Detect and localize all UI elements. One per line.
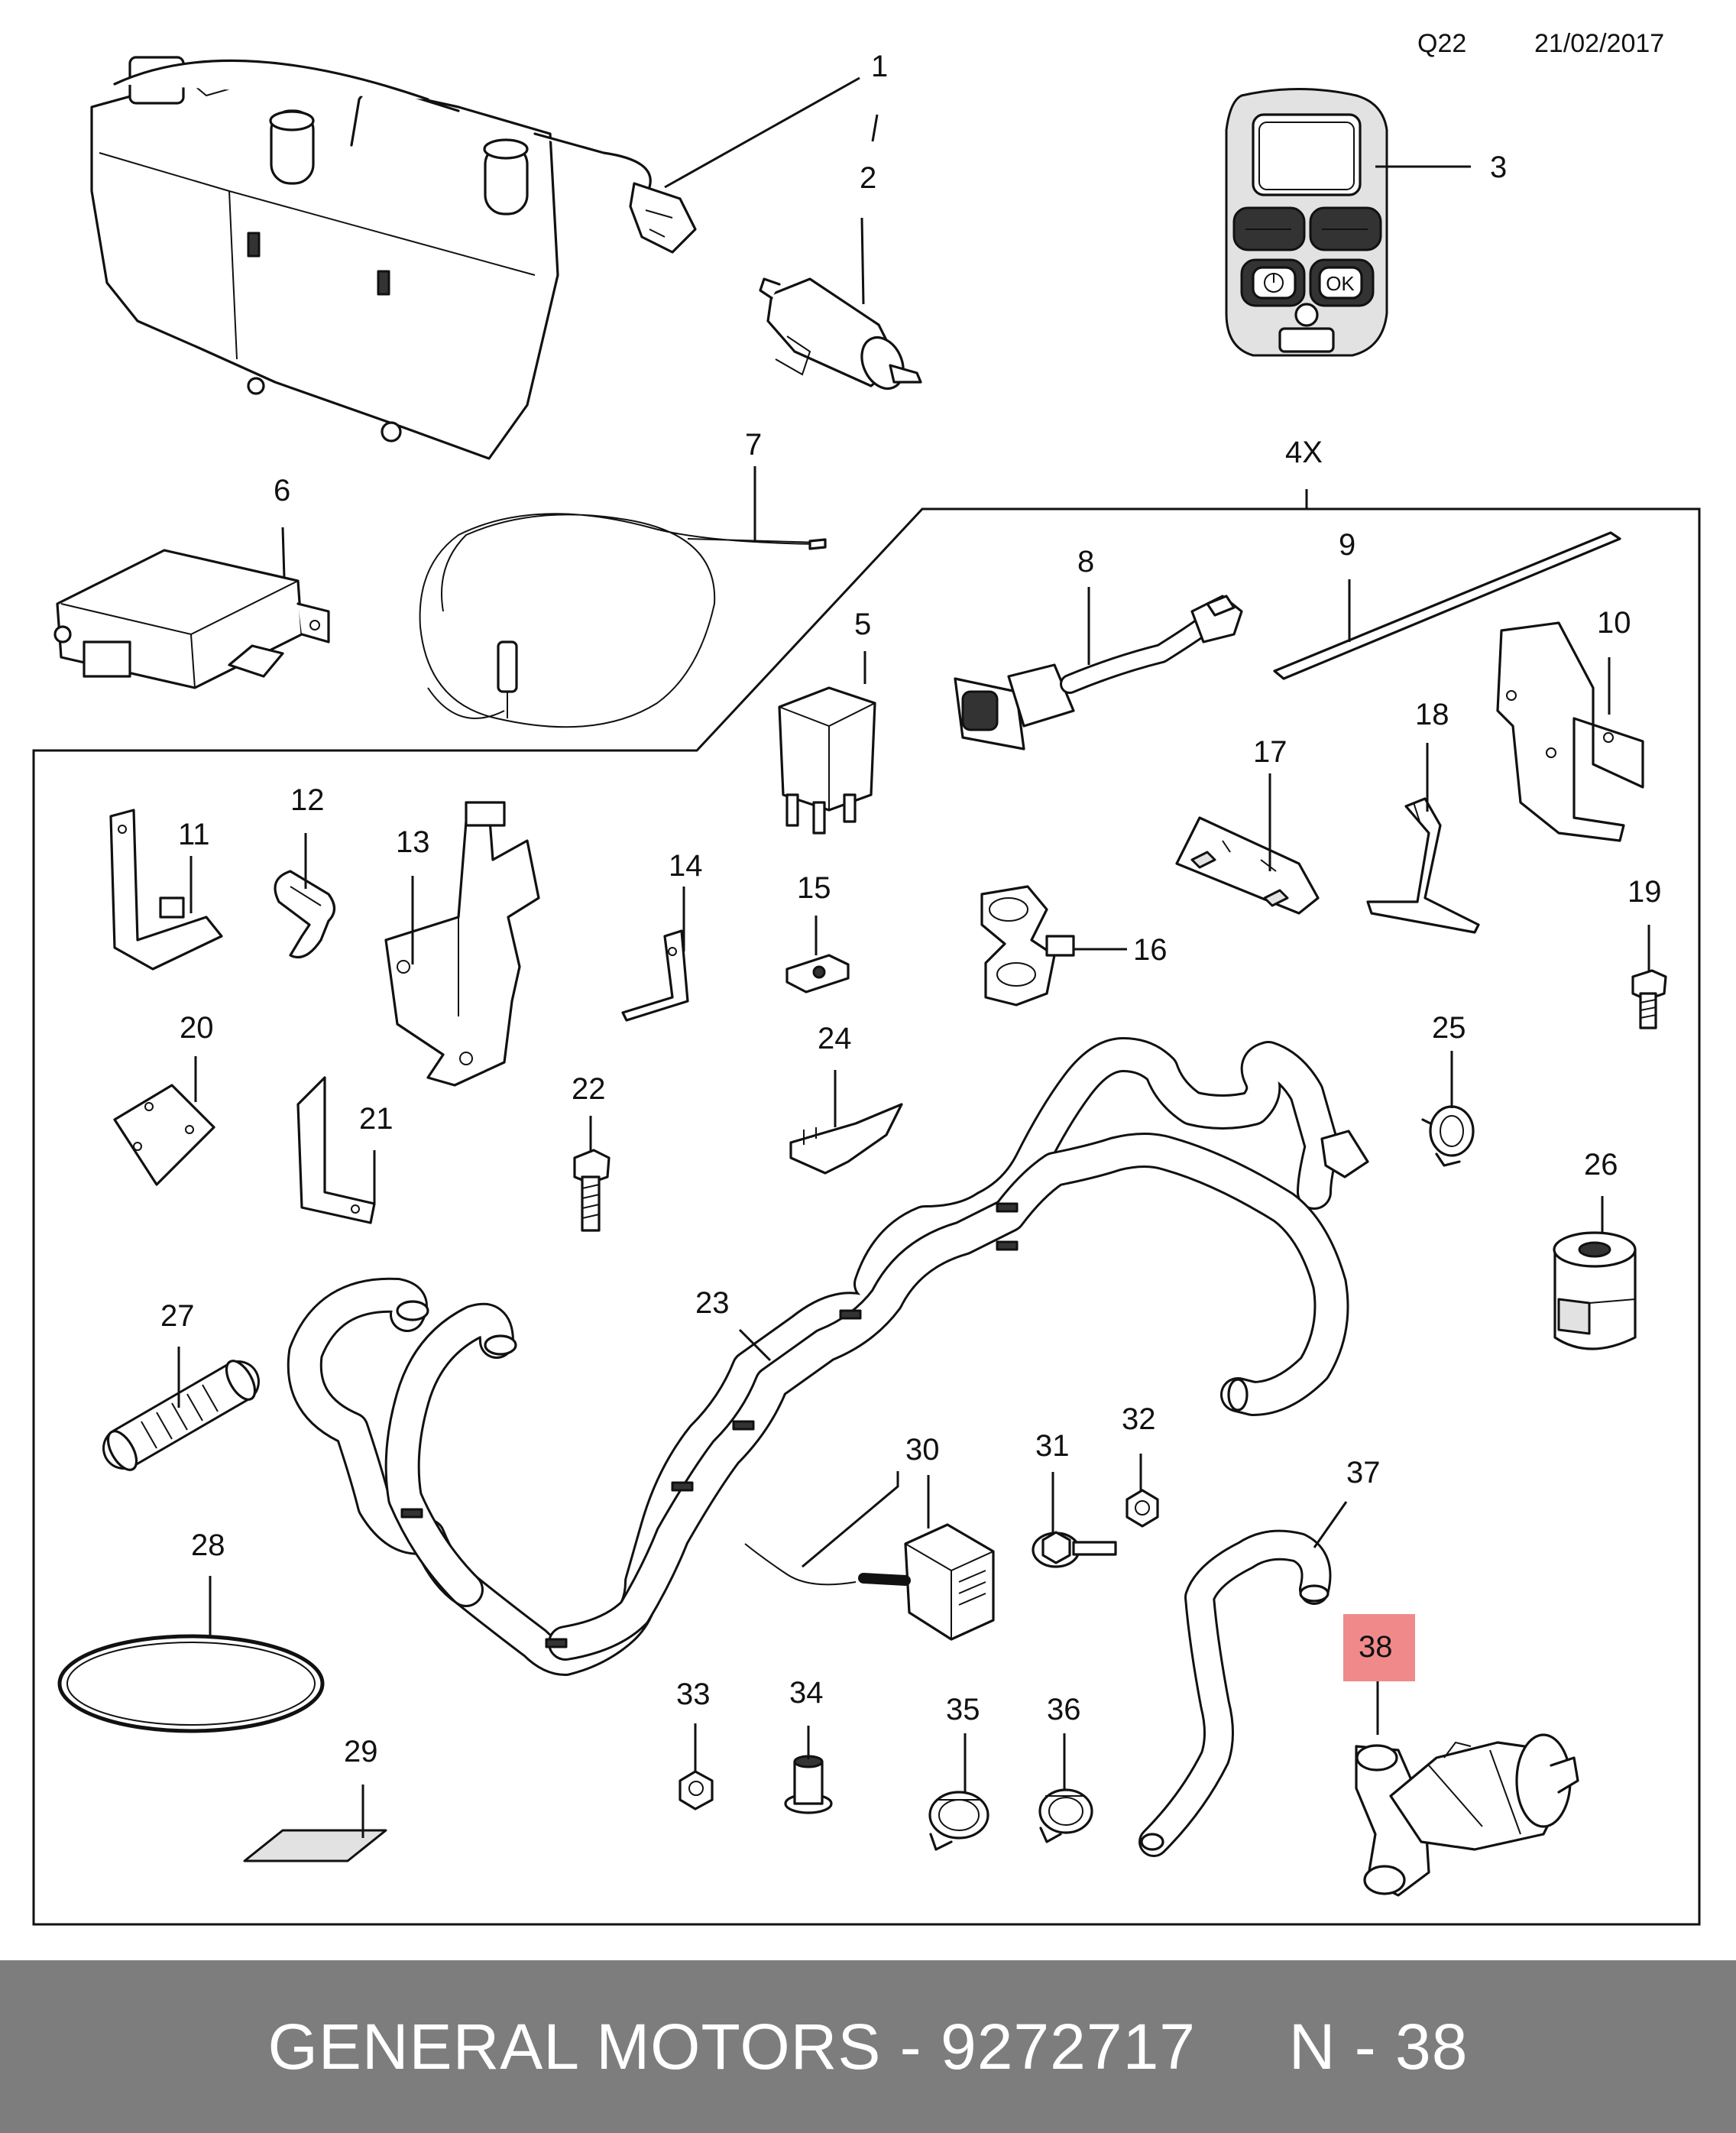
label-10: 10 bbox=[1597, 606, 1631, 640]
part-15-clip-nut[interactable] bbox=[785, 954, 850, 994]
parts-diagram: Q22 21/02/2017 1 2 bbox=[32, 29, 1701, 1926]
leader-37 bbox=[1313, 1501, 1348, 1548]
part-13-bracket[interactable] bbox=[384, 801, 540, 1087]
part-32-nut[interactable] bbox=[1125, 1489, 1159, 1528]
part-37-hose[interactable] bbox=[1138, 1529, 1332, 1857]
label-14: 14 bbox=[669, 849, 703, 883]
label-31: 31 bbox=[1035, 1429, 1070, 1463]
label-30: 30 bbox=[905, 1433, 940, 1467]
remote-ok-text: OK bbox=[1326, 272, 1355, 295]
part-28-o-ring[interactable] bbox=[57, 1634, 325, 1733]
label-11: 11 bbox=[178, 818, 210, 851]
part-30-sensor[interactable] bbox=[744, 1523, 995, 1641]
label-37: 37 bbox=[1346, 1456, 1381, 1490]
header-code: Q22 bbox=[1417, 29, 1466, 58]
leader-23 bbox=[738, 1328, 772, 1362]
part-26-filter[interactable] bbox=[1553, 1231, 1637, 1350]
label-29: 29 bbox=[344, 1735, 378, 1768]
label-38: 38 bbox=[1359, 1630, 1393, 1664]
kit-frame bbox=[32, 507, 1701, 1926]
part-18-bracket[interactable] bbox=[1366, 797, 1480, 934]
label-12: 12 bbox=[290, 783, 325, 817]
part-25-clamp[interactable] bbox=[1421, 1105, 1475, 1167]
label-24: 24 bbox=[818, 1022, 852, 1055]
label-15: 15 bbox=[797, 871, 831, 905]
label-27: 27 bbox=[160, 1299, 195, 1333]
label-5: 5 bbox=[854, 608, 871, 641]
label-36: 36 bbox=[1047, 1693, 1081, 1726]
label-22: 22 bbox=[572, 1072, 606, 1106]
part-20-cover[interactable] bbox=[113, 1084, 215, 1186]
part-31-bolt-washer[interactable] bbox=[1032, 1531, 1117, 1568]
label-26: 26 bbox=[1584, 1148, 1618, 1182]
label-28: 28 bbox=[191, 1528, 225, 1562]
label-8: 8 bbox=[1077, 545, 1094, 579]
label-3: 3 bbox=[1490, 151, 1507, 184]
part-21-bracket[interactable] bbox=[296, 1076, 376, 1224]
label-16: 16 bbox=[1133, 933, 1168, 967]
part-34-rivet-nut[interactable] bbox=[784, 1755, 833, 1814]
label-32: 32 bbox=[1122, 1402, 1156, 1436]
label-38-highlight bbox=[1343, 1614, 1415, 1681]
leader-2 bbox=[860, 217, 865, 305]
label-9: 9 bbox=[1339, 528, 1355, 562]
part-17-plate[interactable] bbox=[1175, 816, 1320, 915]
part-1-connector[interactable] bbox=[629, 182, 697, 254]
label-7: 7 bbox=[745, 428, 762, 462]
part-29-pad[interactable] bbox=[243, 1829, 387, 1862]
footer-banner: GENERAL MOTORS - 9272717 N - 38 bbox=[0, 1960, 1736, 2133]
part-10-bracket[interactable] bbox=[1496, 621, 1644, 842]
part-11-bracket[interactable] bbox=[109, 809, 223, 971]
leader-1 bbox=[664, 76, 860, 189]
part-5-relay[interactable] bbox=[778, 686, 876, 835]
label-13: 13 bbox=[396, 825, 430, 859]
part-24-bracket[interactable] bbox=[789, 1103, 903, 1175]
part-3-remote-control[interactable]: OK bbox=[1225, 88, 1388, 357]
label-25: 25 bbox=[1432, 1011, 1466, 1045]
label-6: 6 bbox=[274, 474, 290, 507]
part-16-pipe-clamp[interactable] bbox=[980, 885, 1075, 1007]
label-4x: 4X bbox=[1285, 436, 1323, 469]
part-7-sensor-cable[interactable] bbox=[419, 513, 827, 728]
part-33-lock-nut[interactable] bbox=[679, 1770, 714, 1810]
label-1: 1 bbox=[871, 50, 888, 83]
label-23: 23 bbox=[695, 1286, 730, 1320]
label-35: 35 bbox=[946, 1693, 980, 1726]
label-20: 20 bbox=[180, 1011, 214, 1045]
part-6-control-unit[interactable] bbox=[53, 549, 330, 689]
label-34: 34 bbox=[789, 1676, 824, 1710]
footer-text: GENERAL MOTORS - 9272717 N - 38 bbox=[267, 2010, 1469, 2083]
label-17: 17 bbox=[1253, 735, 1287, 769]
part-14-bracket[interactable] bbox=[621, 929, 689, 1022]
label-33: 33 bbox=[676, 1678, 711, 1711]
leader-1b bbox=[871, 114, 879, 142]
part-38-water-pump[interactable] bbox=[1355, 1733, 1579, 1897]
leader-30 bbox=[802, 1471, 899, 1568]
part-36-hose-clamp[interactable] bbox=[1038, 1788, 1093, 1843]
part-8-switch-harness[interactable] bbox=[954, 595, 1243, 750]
leader-6 bbox=[281, 527, 286, 579]
part-23-hose-assembly[interactable] bbox=[287, 1037, 1369, 1676]
label-19: 19 bbox=[1628, 875, 1662, 909]
label-2: 2 bbox=[860, 161, 876, 195]
part-27-corrugated-hose[interactable] bbox=[102, 1357, 261, 1474]
header-date: 21/02/2017 bbox=[1534, 29, 1664, 58]
part-1-heater-unit[interactable] bbox=[90, 56, 652, 460]
part-2-fuel-pump[interactable] bbox=[759, 277, 922, 395]
label-18: 18 bbox=[1415, 698, 1449, 731]
part-35-hose-clamp[interactable] bbox=[928, 1791, 989, 1851]
part-22-bolt[interactable] bbox=[573, 1149, 611, 1232]
part-19-screw[interactable] bbox=[1631, 969, 1667, 1029]
label-21: 21 bbox=[359, 1102, 394, 1136]
part-9-strip[interactable] bbox=[1273, 531, 1621, 680]
part-12-clip[interactable] bbox=[274, 870, 336, 959]
